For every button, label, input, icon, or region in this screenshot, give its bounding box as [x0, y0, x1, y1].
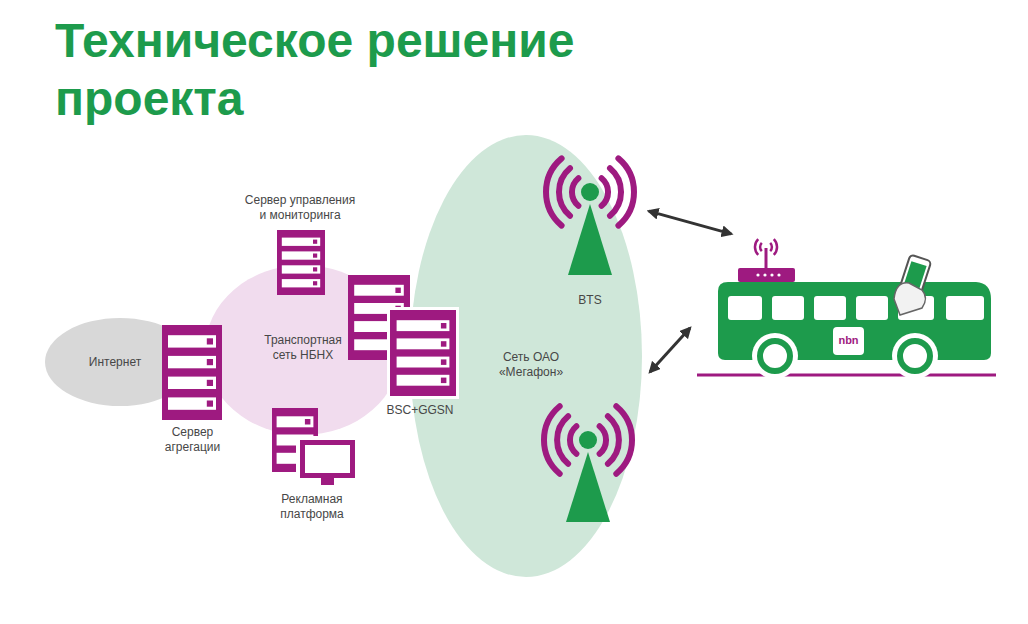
drive-led [313, 267, 317, 271]
drive-led [207, 401, 213, 407]
logo-plate [833, 327, 864, 355]
wheel-arch [892, 333, 938, 379]
drive-bay [168, 335, 216, 347]
bus-window [856, 296, 888, 320]
server-case [277, 230, 325, 295]
drive-bay [282, 238, 320, 246]
node-label: Сеть ОАО «Мегафон» [476, 350, 586, 380]
server-outline [387, 307, 459, 399]
server-node: Сервер управления и мониторинга [240, 190, 360, 298]
radio-wave [610, 168, 621, 215]
bus-window [946, 296, 984, 320]
drive-led [313, 254, 317, 258]
drive-bay [397, 375, 450, 386]
drive-bay [354, 285, 404, 296]
drive-led [207, 338, 213, 344]
drive-led [441, 378, 447, 384]
bus-wheel [760, 341, 790, 371]
drive-bay [168, 377, 216, 389]
server-case [162, 325, 222, 420]
ellipse-shape [410, 135, 642, 577]
bus-illustration: nbn [700, 235, 1000, 380]
base-station: BTS [535, 150, 645, 310]
server-node: Сервер агрегации [150, 325, 235, 455]
drive-led [305, 419, 311, 425]
monitor-stand [321, 478, 334, 485]
router-led [763, 273, 766, 276]
drive-bay [282, 251, 320, 259]
wifi-wave [774, 239, 777, 255]
radio-wave [559, 168, 570, 215]
radio-link-arrow [649, 211, 731, 234]
node-label: Сервер агрегации [150, 425, 235, 455]
wifi-wave [760, 243, 762, 251]
router-led [756, 273, 759, 276]
router-led [777, 273, 780, 276]
monitor-screen [303, 443, 353, 476]
server-case [390, 310, 456, 396]
router-antenna [765, 248, 768, 269]
node-shape [340, 275, 465, 420]
bus-wheel [900, 341, 930, 371]
drive-led [441, 341, 447, 347]
wifi-wave [755, 239, 758, 255]
bus-window [814, 296, 846, 320]
road-line [697, 374, 996, 377]
monitor-outline [296, 436, 359, 482]
drive-led [207, 359, 213, 365]
server-node: BSC+GGSN [340, 275, 465, 420]
logo-text: nbn [833, 334, 864, 346]
drive-bay [397, 357, 450, 368]
drive-bay [397, 338, 450, 349]
node-label: Сервер управления и мониторинга [243, 193, 357, 223]
drive-bay [282, 279, 320, 287]
radio-wave [618, 158, 634, 225]
drive-bay [282, 265, 320, 273]
drive-bay [168, 397, 216, 409]
node-label: Рекламная платформа [262, 492, 362, 522]
drive-led [441, 359, 447, 365]
drive-led [207, 380, 213, 386]
wifi-router [738, 268, 795, 282]
node-shape [700, 235, 1000, 380]
tower-mast [568, 204, 612, 275]
drive-bay [397, 320, 450, 331]
tower-antenna [581, 183, 599, 201]
slide-title: Техническое решение проекта [55, 12, 655, 128]
wifi-wave [770, 243, 772, 251]
bus-window [772, 296, 804, 320]
wheel-arch [752, 333, 798, 379]
radio-link-arrow [650, 328, 690, 372]
bus-window [728, 296, 762, 320]
router-led [770, 273, 773, 276]
drive-led [313, 240, 317, 244]
node-label: BTS [535, 293, 645, 308]
drive-bay [168, 356, 216, 368]
radio-wave [602, 178, 608, 206]
node-shape [535, 150, 645, 310]
radio-wave [546, 158, 562, 225]
drive-led [395, 288, 400, 293]
drive-led [441, 323, 447, 329]
radio-wave [572, 178, 578, 206]
node-label: Транспортная сеть НБНХ [253, 333, 353, 363]
hand [894, 283, 926, 315]
ad-platform-node: Рекламная платформа [262, 405, 362, 525]
node-label: BSC+GGSN [360, 403, 480, 418]
drive-bay [277, 416, 314, 427]
drive-led [313, 281, 317, 285]
